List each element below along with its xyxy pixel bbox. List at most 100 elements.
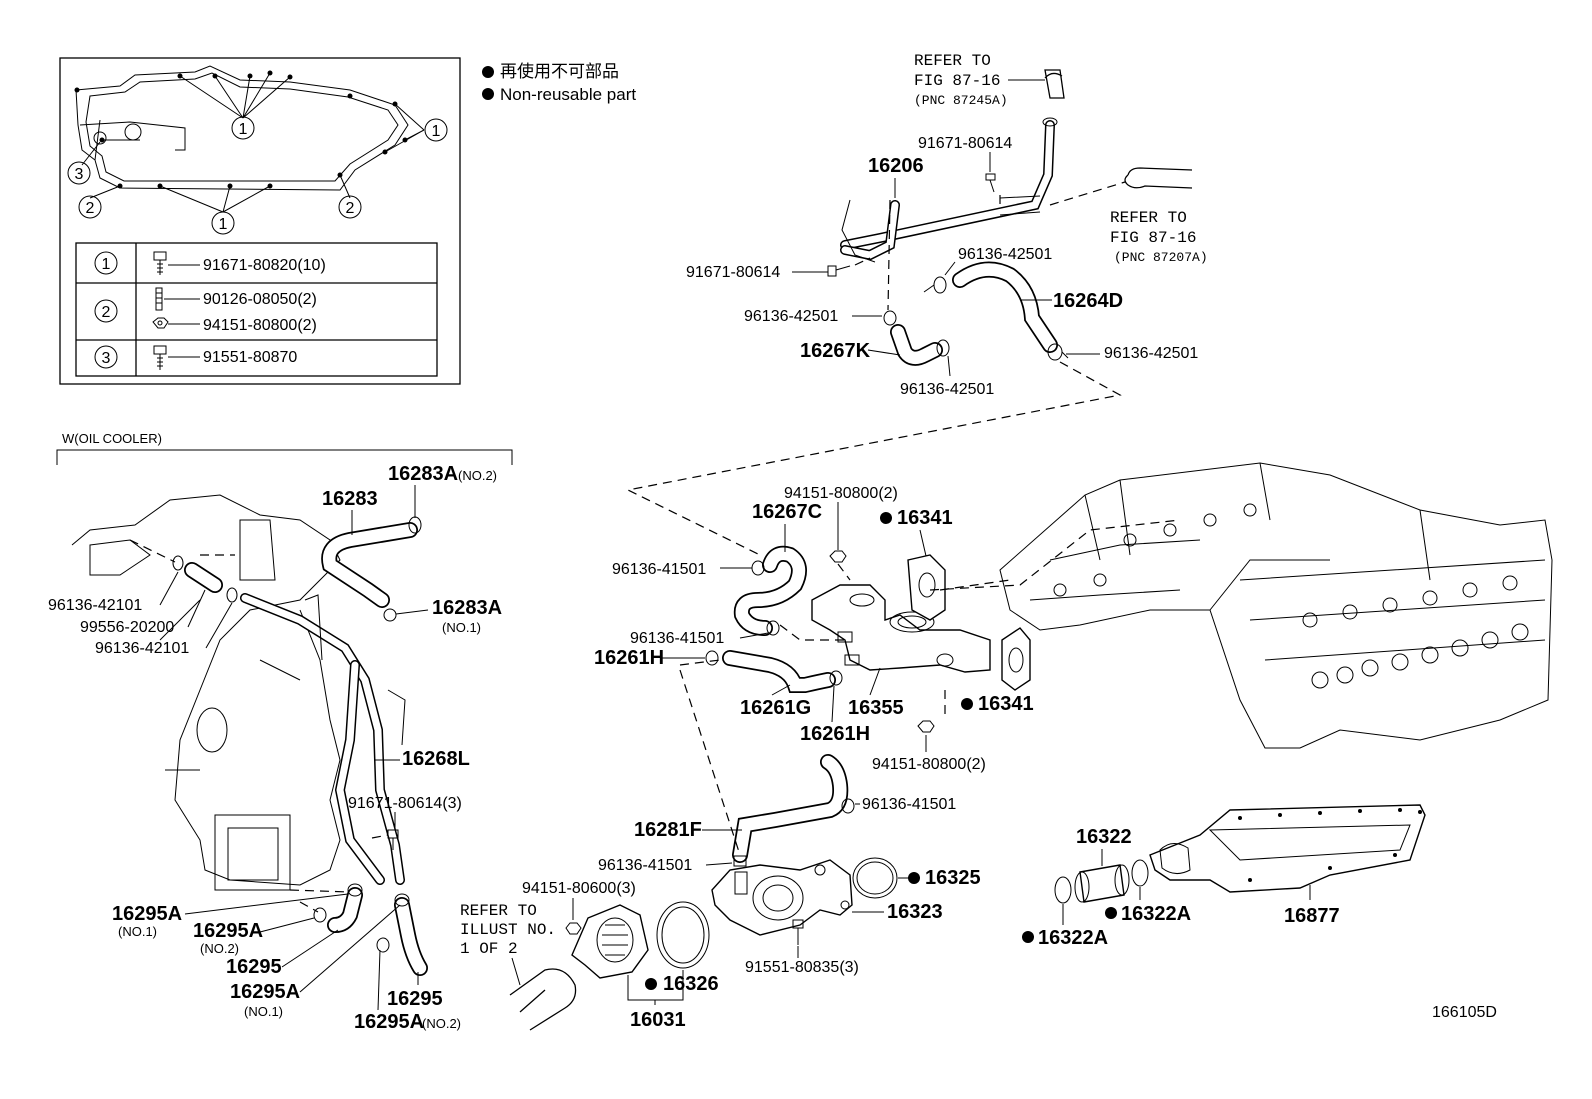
label-96136-41501-b: 96136-41501 [630,630,724,647]
inlet-pipe-stub [509,968,577,1031]
label-16877: 16877 [1284,905,1340,927]
nut-icon [565,922,582,935]
gasket-16326 [656,901,710,969]
clamp-icon [733,798,855,867]
cylinder-block-sketch [999,462,1553,749]
label-96136-42501-d: 96136-42501 [900,381,994,398]
figure-code: 166105D [1432,1004,1497,1021]
label-99556-20200: 99556-20200 [80,619,174,636]
label-16267C: 16267C [752,501,822,523]
svg-text:3: 3 [75,166,84,183]
clamp-icon [313,883,410,953]
label-16341-b: 16341 [978,693,1034,715]
nut-icon [829,550,847,563]
water-inlet-housing-16323 [711,859,853,936]
label-96136-42101-a: 96136-42101 [48,597,142,614]
label-96136-41501-d: 96136-41501 [598,857,692,874]
svg-text:REFER TO: REFER TO [460,902,537,920]
bolt-icon [792,919,804,945]
svg-text:1: 1 [239,121,248,138]
label-96136-41501-a: 96136-41501 [612,561,706,578]
svg-text:(NO.1): (NO.1) [118,924,157,939]
table-row-2-part-a: 90126-08050(2) [203,291,317,308]
label-16283: 16283 [322,488,378,510]
label-96136-41501-c: 96136-41501 [862,796,956,813]
svg-text:FIG 87-16: FIG 87-16 [914,72,1000,90]
label-16323: 16323 [887,901,943,923]
gasket-16341-b [1001,627,1031,691]
hose-16261G [722,650,836,693]
label-16295-a: 16295 [226,956,282,978]
label-16281F: 16281F [634,819,702,841]
svg-text:(NO.2): (NO.2) [458,468,497,483]
label-91671-80614-3: 91671-80614(3) [348,795,462,812]
label-91551-80835: 91551-80835(3) [745,959,859,976]
label-16341-a: 16341 [897,507,953,529]
label-94151-80800-a: 94151-80800(2) [784,485,898,502]
label-94151-80800-b: 94151-80800(2) [872,756,986,773]
svg-text:(NO.1): (NO.1) [442,620,481,635]
label-16322: 16322 [1076,826,1132,848]
bolt-icon [153,345,167,370]
label-16261H-b: 16261H [800,723,870,745]
svg-text:REFER TO: REFER TO [1110,209,1187,227]
callout-1-top: 1 [231,116,255,140]
section-label: W(OIL COOLER) [62,431,162,446]
svg-text:1: 1 [219,216,228,233]
nut-icon [152,317,169,329]
label-96136-42101-b: 96136-42101 [95,640,189,657]
bolt-icon [985,173,996,193]
label-16322A-a: 16322A [1121,903,1191,925]
stud-icon [155,287,163,311]
refer-fig-87-16-b: REFER TO FIG 87-16 (PNC 87207A) [1110,209,1208,265]
clamp-icon [923,276,947,294]
clamp-icon [751,560,780,636]
label-16295-b: 16295 [387,988,443,1010]
callout-2-right: 2 [338,195,362,219]
pipe-16268L [240,593,406,885]
svg-text:(NO.2): (NO.2) [200,941,239,956]
svg-text:ILLUST NO.: ILLUST NO. [460,921,556,939]
svg-text:2: 2 [86,200,95,217]
clamp-icon [883,310,897,326]
label-16283A-no2: 16283A [388,463,458,485]
hose-16267C [733,545,807,636]
clamp-icon [383,608,397,622]
label-16031: 16031 [630,1009,686,1031]
label-16325: 16325 [925,867,981,889]
callout-3: 3 [67,161,91,185]
svg-text:REFER TO: REFER TO [914,52,991,70]
svg-text:(NO.2): (NO.2) [422,1016,461,1031]
svg-text:1: 1 [432,123,441,140]
water-outlet-16355 [811,584,991,673]
callout-2-left: 2 [78,195,102,219]
gasket-16325 [852,857,898,899]
svg-text:1 OF 2: 1 OF 2 [460,940,518,958]
oil-pipe-16322 [1074,864,1130,903]
bolt-icon [387,829,399,850]
label-16261H-a: 16261H [594,647,664,669]
bolt-icon [827,265,851,277]
hose-99556 [184,562,223,593]
label-16295A-4: 16295A [354,1011,424,1033]
thermostat-16031 [571,904,649,979]
hose-16295-b [394,897,428,976]
clamp-icon [172,555,238,603]
oil-pan-16877 [1149,804,1426,893]
hose-16264D [952,261,1058,353]
hose-16267K [890,324,943,366]
water-pipe-16206 [840,117,1058,263]
hose-16295-a [327,887,363,933]
label-16326: 16326 [663,973,719,995]
svg-text:FIG 87-16: FIG 87-16 [1110,229,1196,247]
gasket-16341-a [907,554,946,621]
callout-1-right: 1 [424,118,448,142]
label-16295A-2: 16295A [193,920,263,942]
table-row-3-part: 91551-80870 [203,349,297,366]
label-16322A-b: 16322A [1038,927,1108,949]
nut-icon [917,720,935,733]
label-96136-42501-b: 96136-42501 [1104,345,1198,362]
label-16267K: 16267K [800,340,871,362]
bolt-icon [153,251,167,275]
